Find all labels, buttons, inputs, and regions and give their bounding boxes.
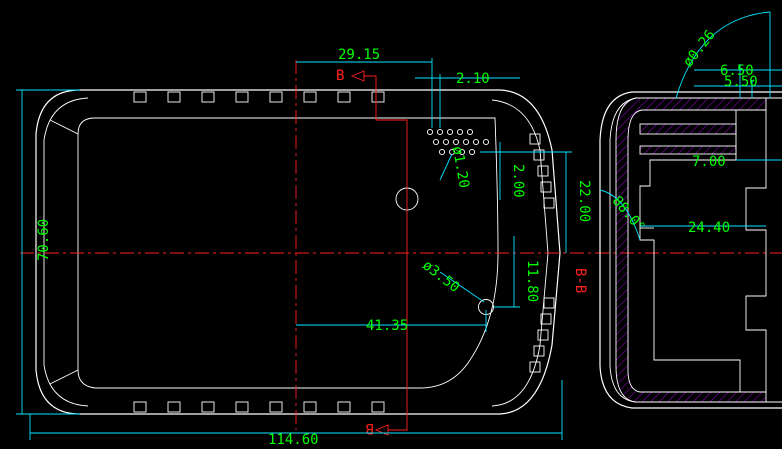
- vent: [529, 133, 541, 145]
- front-view: [35, 89, 561, 415]
- section-rib-top: [639, 123, 737, 135]
- dim-overall-width: 114.60: [268, 432, 319, 448]
- dim-hole-pitch: 2.00: [510, 164, 526, 198]
- right-vents: [529, 133, 555, 373]
- centerlines: B B B-B: [20, 60, 782, 436]
- section-inner-profile: [639, 110, 741, 392]
- clip: [269, 91, 283, 103]
- vent: [529, 361, 541, 373]
- section-arrow-bottom: [374, 424, 389, 436]
- clip: [201, 91, 215, 103]
- dim-rib-depth: 7.00: [692, 154, 726, 170]
- dim-overall-height: 70.60: [36, 219, 52, 261]
- section-outer-outline: [599, 91, 782, 409]
- dim-hole-offset-x: 41.35: [366, 318, 408, 334]
- dim-inner-depth: 24.40: [688, 220, 730, 236]
- dim-offset-top: 29.15: [338, 47, 380, 63]
- section-label: B-B: [572, 268, 588, 293]
- clip: [133, 91, 147, 103]
- clip: [303, 401, 317, 413]
- section-right-notches: [745, 110, 767, 392]
- small-hole: [472, 138, 480, 146]
- dim-slot-width: 2.10: [456, 71, 490, 87]
- small-hole: [446, 128, 454, 136]
- vent: [533, 149, 545, 161]
- vent: [540, 181, 552, 193]
- clip: [303, 91, 317, 103]
- clip: [371, 91, 385, 103]
- small-hole: [442, 138, 450, 146]
- top-clips: [133, 91, 385, 103]
- bottom-clips: [133, 401, 385, 413]
- small-hole: [482, 138, 490, 146]
- clip: [133, 401, 147, 413]
- front-left-edge: [43, 97, 89, 407]
- vent: [537, 329, 549, 341]
- dim-depth-a: 6.50: [720, 63, 754, 79]
- clip: [371, 401, 385, 413]
- clip: [235, 401, 249, 413]
- dim-large-hole-dia: ø3.50: [419, 257, 462, 296]
- dim-hole-offset-y: 11.80: [524, 260, 540, 302]
- clip: [269, 401, 283, 413]
- section-view: ø0.26 6.50 5.50 7.00 88.0° 24.40: [599, 11, 782, 409]
- vent: [540, 313, 552, 325]
- small-hole: [456, 128, 464, 136]
- section-cut-line: [364, 75, 408, 431]
- front-left-bevel-bottom: [49, 369, 79, 385]
- section-hatch-wall: [615, 97, 767, 403]
- small-hole: [466, 128, 474, 136]
- vent: [533, 345, 545, 357]
- vent: [543, 297, 555, 309]
- section-marker-bottom: B: [366, 420, 374, 436]
- small-hole: [458, 148, 466, 156]
- small-hole: [462, 138, 470, 146]
- small-hole: [468, 148, 476, 156]
- clip: [337, 91, 351, 103]
- front-outer-outline: [35, 89, 561, 415]
- small-hole-grid: [426, 128, 490, 156]
- section-marker-top: B: [336, 68, 344, 84]
- dim-arc-dia: ø0.26: [680, 27, 719, 70]
- small-hole: [436, 128, 444, 136]
- small-hole: [452, 138, 460, 146]
- dim-small-hole-dia: ø1.20: [449, 145, 472, 189]
- small-hole: [438, 148, 446, 156]
- small-hole: [426, 128, 434, 136]
- section-arrow-top: [350, 70, 365, 82]
- clip: [337, 401, 351, 413]
- dim-vent-span: 22.00: [576, 180, 592, 222]
- clip: [167, 91, 181, 103]
- vent: [543, 197, 555, 209]
- section-outer-shell: [609, 97, 782, 403]
- clip: [201, 401, 215, 413]
- section-rib-mid: [639, 145, 737, 155]
- clip: [235, 91, 249, 103]
- clip: [167, 401, 181, 413]
- small-hole: [432, 138, 440, 146]
- vent: [537, 165, 549, 177]
- front-left-bevel-top: [49, 119, 79, 135]
- dim-depth-b: 5.50: [724, 74, 758, 90]
